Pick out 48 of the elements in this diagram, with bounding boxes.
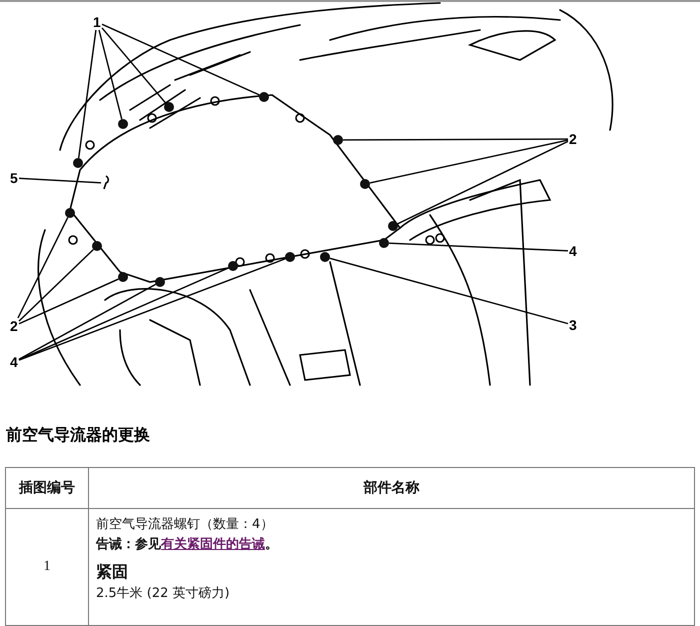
leader-line [18,248,94,322]
caution-note: 告诫：参见有关紧固件的告诫。 [96,536,279,554]
part-name: 前空气导流器螺钉（数量：4） [96,516,274,534]
leader-line [18,284,156,360]
callout-number: 4 [569,244,577,258]
leader-line [101,27,166,104]
leader-line [17,217,68,318]
screw [164,102,174,112]
screw [228,261,238,271]
leader-line [78,30,97,158]
screw [118,272,128,282]
callout-number: 1 [93,15,101,29]
tighten-heading: 紧固 [96,561,129,583]
torque-value: 2.5牛米 (22 英寸磅力) [96,585,231,603]
callout-number: 2 [10,319,18,333]
leader-line [330,258,568,324]
callout-number: 4 [10,355,18,369]
screw [259,92,269,102]
callout-number: 2 [569,132,577,146]
leader-line [98,30,122,120]
screw [388,221,398,231]
header-cell: 部件名称 [88,468,694,508]
screw [73,158,83,168]
clip-drawing [101,175,111,191]
leader-line [102,24,260,96]
header-cell: 插图编号 [6,468,88,508]
callout-number: 5 [10,171,18,185]
leader-line [18,267,229,360]
leader-line [18,258,286,361]
leader-line [18,278,119,324]
screw [118,119,128,129]
table-cell: 1 [6,508,88,626]
screw [360,179,370,189]
screw [379,238,389,248]
section-heading: 前空气导流器的更换 [6,425,150,446]
screw [155,277,165,287]
screw [285,252,295,262]
leader-line [18,178,102,184]
leader-line [370,139,568,184]
leader-line [388,242,568,252]
screw [320,252,330,262]
caution-link: 有关紧固件的告诫 [161,537,265,552]
leader-line [343,138,568,141]
screw [65,208,75,218]
screw [92,241,102,251]
leader-line [397,140,568,224]
screw [333,135,343,145]
callout-number: 3 [569,318,577,332]
